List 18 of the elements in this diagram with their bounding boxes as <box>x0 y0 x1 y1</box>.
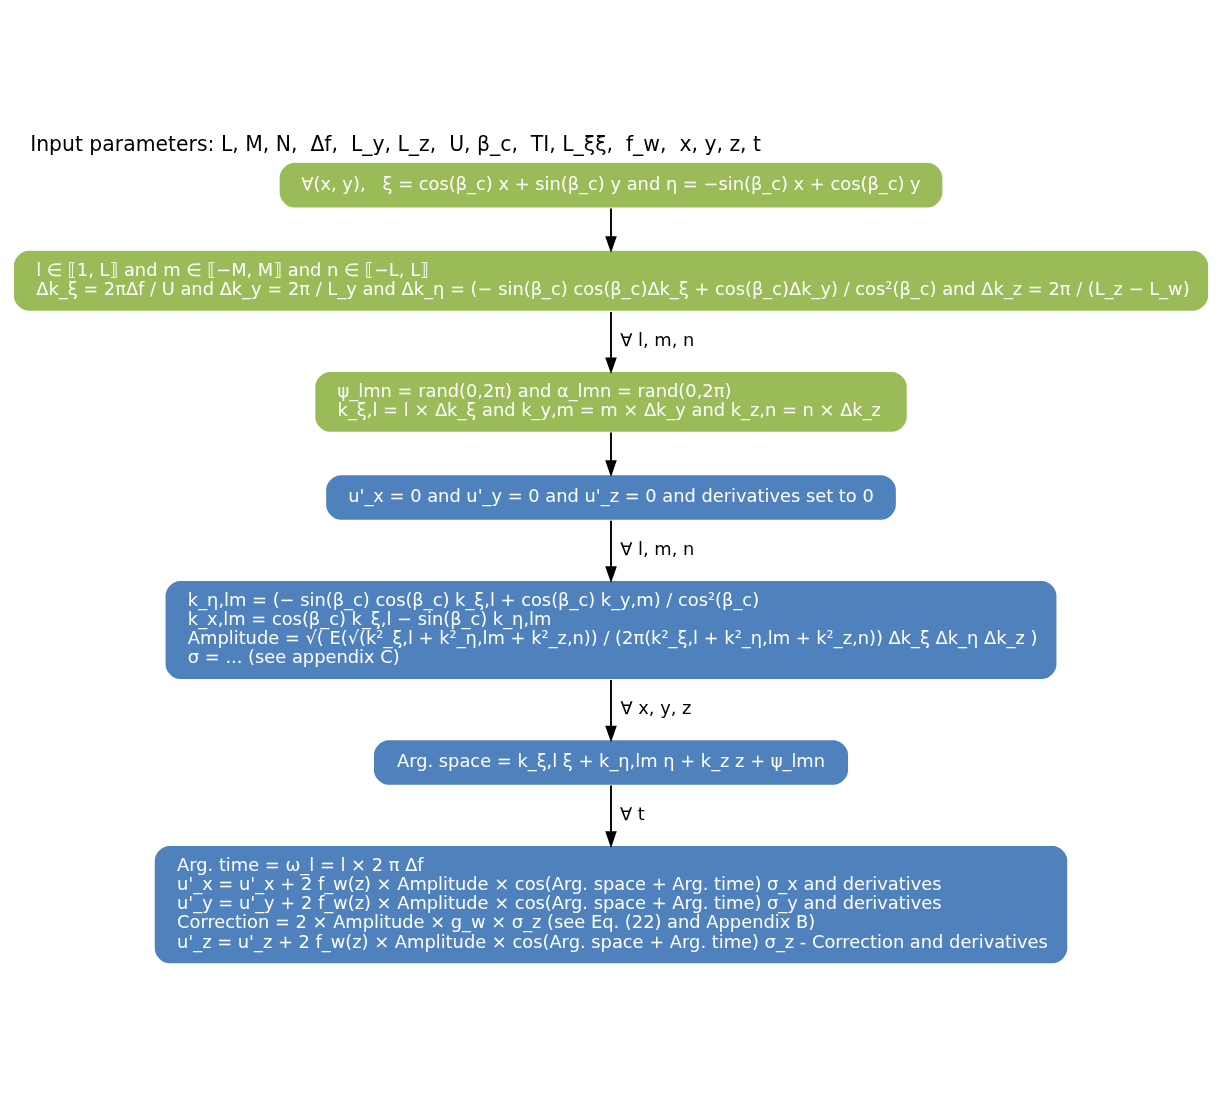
arrow <box>605 679 617 743</box>
node-box: l ∈ ⟦1, L⟧ and m ∈ ⟦−M, M⟧ and n ∈ ⟦−L, L⟧ Δk_ξ = 2πΔf / U and Δk_y = 2π / L_y and Δk_η = (− sin(β_c) cos(β_c)Δk_ξ + cos(β_c)Δk_y) / cos²(β_c) and Δk_z = 2π / (L_z − L_w) <box>12 249 1210 312</box>
node-box: u'_x = 0 and u'_y = 0 and u'_z = 0 and derivatives set to 0 <box>324 473 898 521</box>
node-box: ∀(x, y), ξ = cos(β_c) x + sin(β_c) y and η = −sin(β_c) x + cos(β_c) y <box>278 161 944 209</box>
diagram-title: Input parameters: L, M, N, Δf, L_y, L_z, U, β_c, TI, L_ξξ, f_w, x, y, z, t <box>30 131 762 156</box>
node-box: Arg. time = ω_l = l × 2 π Δf u'_x = u'_x + 2 f_w(z) × Amplitude × cos(Arg. space + Arg. time) σ_x and derivatives u'_y = u'_y + 2 f_w(z) × Amplitude × cos(Arg. space + Arg. time) σ_y and derivatives Correction = 2 × Amplitude × g_w × σ_z (see Eq. (22) and Appendix B) u'_z = u'_z + 2 f_w(z) × Amplitude × cos(Arg. space + Arg. time) σ_z - Correction and derivatives <box>153 844 1069 965</box>
edge-label: ∀ x, y, z <box>620 697 692 719</box>
arrow <box>605 207 617 253</box>
arrow <box>605 784 617 848</box>
node-box: Arg. space = k_ξ,l ξ + k_η,lm η + k_z z + ψ_lmn <box>372 738 850 787</box>
arrow <box>605 431 617 477</box>
edge-label: ∀ l, m, n <box>620 538 695 560</box>
edge-label: ∀ l, m, n <box>620 329 695 351</box>
node-box: ψ_lmn = rand(0,2π) and α_lmn = rand(0,2π) k_ξ,l = l × Δk_ξ and k_y,m = m × Δk_y and k_z,n = n × Δk_z <box>314 370 908 434</box>
edge-label: ∀ t <box>619 803 645 825</box>
arrow <box>605 311 617 374</box>
node-box: k_η,lm = (− sin(β_c) cos(β_c) k_ξ,l + cos(β_c) k_y,m) / cos²(β_c) k_x,lm = cos(β_c) k_ξ,l − sin(β_c) k_η,lm Amplitude = √( E(√(k²_ξ,l + k²_η,lm + k²_z,n)) / (2π(k²_ξ,l + k²_η,lm + k²_z,n)) Δk_ξ Δk_η Δk_z ) σ = ... (see appendix C) <box>164 579 1058 681</box>
arrow <box>605 519 617 583</box>
